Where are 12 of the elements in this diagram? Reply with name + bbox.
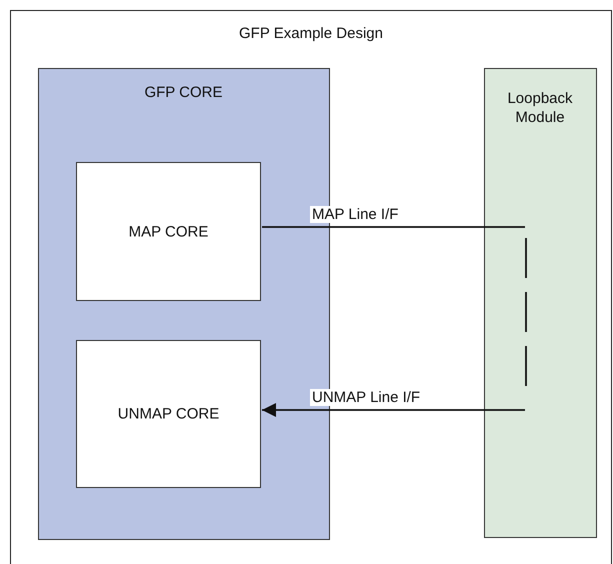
edge-label: UNMAP Line I/F — [310, 389, 422, 406]
arrow — [262, 403, 525, 417]
core-box — [76, 162, 261, 301]
node-title: Loopback Module — [506, 88, 574, 126]
core-box — [76, 340, 261, 488]
node-title: GFP Example Design — [238, 24, 384, 43]
node-title: UNMAP CORE — [116, 404, 220, 424]
node-title: MAP CORE — [128, 222, 210, 241]
module-panel — [484, 68, 596, 538]
node-title: GFP CORE — [143, 82, 224, 102]
edge-label: MAP Line I/F — [310, 206, 400, 223]
frame-box — [10, 10, 612, 564]
